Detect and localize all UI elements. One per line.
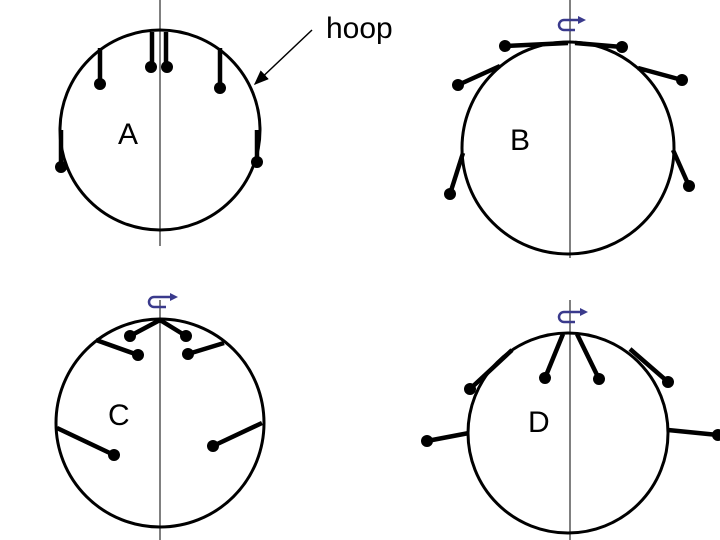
panel-a: A hoop <box>55 0 393 246</box>
hoop-annotation: hoop <box>326 12 393 45</box>
panel-label-a: A <box>118 118 138 151</box>
panel-label-c: C <box>108 399 130 432</box>
rotation-icon-d <box>557 308 588 324</box>
beads-a <box>55 32 263 173</box>
panel-label-d: D <box>528 406 550 439</box>
beads-c <box>56 318 263 461</box>
hoop-b <box>460 40 676 256</box>
hoop-arrow <box>253 29 313 86</box>
panel-c: C <box>54 293 266 540</box>
beads-d <box>421 333 720 447</box>
panel-b: B <box>444 0 695 258</box>
panel-d: D <box>421 300 720 540</box>
rotation-icon-c <box>147 293 178 309</box>
beads-b <box>444 40 695 200</box>
rotation-icon-b <box>557 16 586 32</box>
panel-label-b: B <box>510 124 530 157</box>
hoop-c <box>54 317 266 529</box>
